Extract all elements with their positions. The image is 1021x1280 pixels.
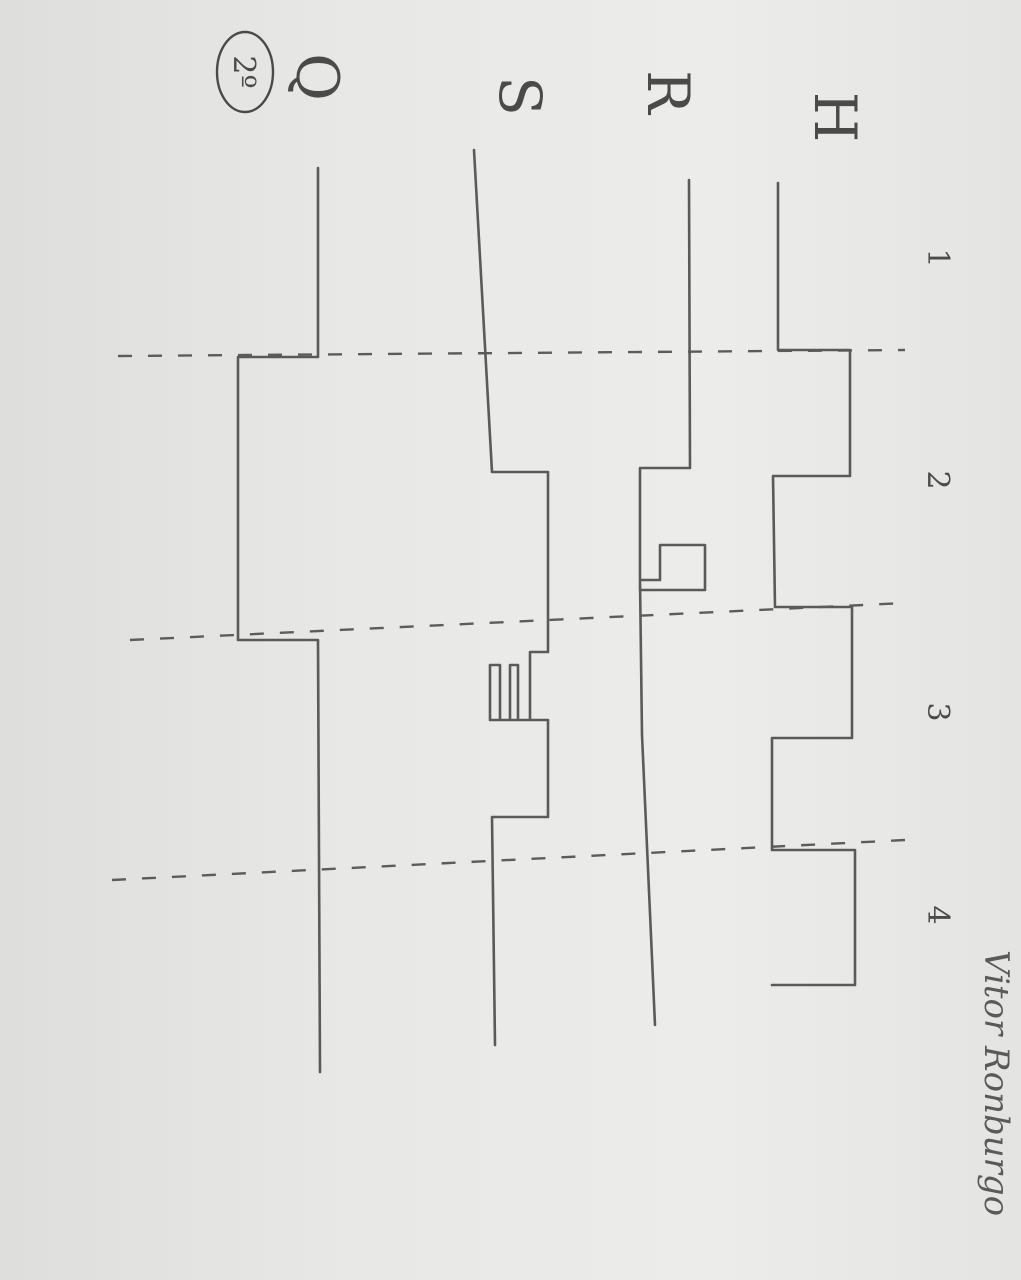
waveform-q [236, 166, 322, 1074]
time-marker-3: 3 [920, 702, 955, 721]
badge-text: 2º [226, 55, 261, 88]
badge-circle [215, 30, 275, 114]
guide-line-3 [111, 838, 906, 882]
time-marker-1: 1 [920, 248, 955, 267]
signal-label-q: Q [283, 53, 351, 101]
guide-line-1 [117, 348, 906, 358]
signal-label-s: S [486, 76, 554, 116]
guide-line-2 [129, 601, 906, 642]
badge: 2º [215, 30, 275, 114]
waveform-h [770, 181, 857, 987]
signature: Vitor Ronburgo [976, 950, 1016, 1216]
waveform-r [638, 178, 707, 1027]
time-marker-2: 2 [920, 470, 955, 489]
signal-label-h: H [801, 92, 869, 143]
time-marker-4: 4 [920, 905, 955, 924]
signal-label-r: R [634, 70, 702, 116]
waveform-s [472, 148, 550, 1047]
